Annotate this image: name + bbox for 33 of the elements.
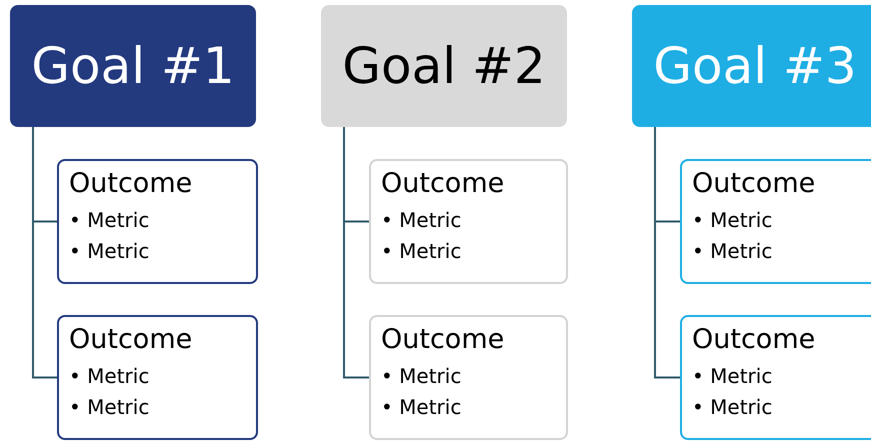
goal-box: [632, 5, 871, 127]
outcome-heading: Outcome: [69, 323, 194, 357]
outcome-box: [369, 159, 568, 284]
metric-item: • Metric: [69, 394, 150, 421]
metric-item: • Metric: [69, 207, 150, 234]
metric-item: • Metric: [381, 207, 462, 234]
connector-line: [654, 127, 680, 378]
outcome-box: [57, 159, 258, 284]
metric-item: • Metric: [381, 363, 462, 390]
outcome-heading: Outcome: [381, 167, 506, 201]
outcome-heading: Outcome: [381, 323, 506, 357]
goal-title: Goal #3: [653, 37, 857, 95]
outcome-heading: Outcome: [69, 167, 194, 201]
goal-box: [10, 5, 256, 127]
outcome-heading: Outcome: [692, 167, 816, 201]
metric-item: • Metric: [692, 238, 774, 265]
connector-line: [343, 127, 369, 378]
metric-item: • Metric: [692, 394, 774, 421]
outcome-box: [57, 315, 258, 440]
metric-item: • Metric: [69, 363, 150, 390]
goal-title: Goal #2: [342, 37, 546, 95]
metric-item: • Metric: [69, 238, 150, 265]
metric-item: • Metric: [381, 238, 462, 265]
goal-title: Goal #1: [31, 37, 235, 95]
outcome-box: [680, 315, 871, 440]
outcome-box: [369, 315, 568, 440]
metric-item: • Metric: [381, 394, 462, 421]
metric-item: • Metric: [692, 207, 774, 234]
connector-line: [32, 127, 57, 378]
metric-item: • Metric: [692, 363, 774, 390]
outcome-heading: Outcome: [692, 323, 816, 357]
outcome-box: [680, 159, 871, 284]
goal-box: [321, 5, 567, 127]
